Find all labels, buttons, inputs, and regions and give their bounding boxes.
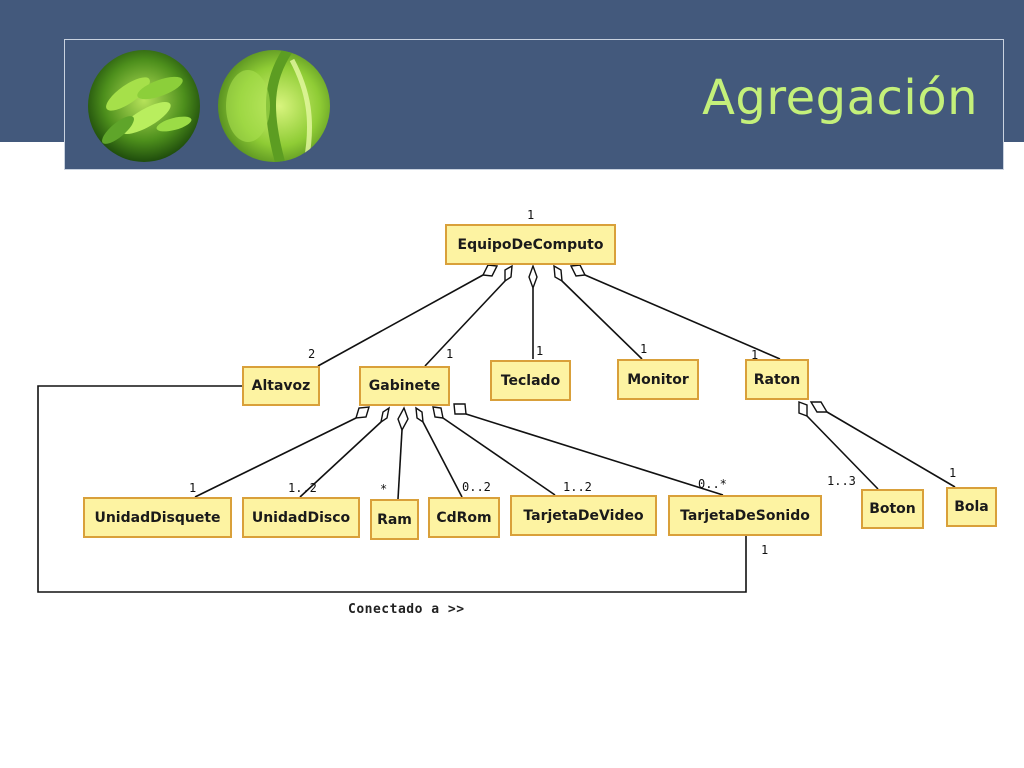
multiplicity-label: 1 [761,543,769,557]
multiplicity-label: 0..2 [462,480,491,494]
aggregation-line-cdrom [422,421,463,498]
class-box-equipodecomputo: EquipoDeComputo [445,224,616,265]
class-box-ram: Ram [370,499,419,540]
aggregation-diamond [504,264,513,283]
aggregation-diamond [453,403,467,415]
aggregation-line-ram [397,429,403,500]
multiplicity-label: * [380,482,388,496]
multiplicity-label: 2 [308,347,316,361]
aggregation-line-monitor [561,280,643,360]
leaf-image-icon [218,50,330,162]
aggregation-diamond [798,400,808,418]
aggregation-line-unidaddisquete [194,417,357,498]
multiplicity-label: 1 [751,348,759,362]
multiplicity-label: 1 [446,347,454,361]
association-line-conectado [37,385,747,593]
class-box-cdrom: CdRom [428,497,500,538]
class-box-unidaddisco: UnidadDisco [242,497,360,538]
aggregation-diamond [569,264,587,277]
aggregation-line-tarjetasonido [465,413,724,496]
aggregation-line-altavoz [317,274,484,367]
class-box-raton: Raton [745,359,809,400]
aggregation-line-gabinete [424,280,506,367]
aggregation-line-raton [584,274,781,360]
aggregation-line-tarjetavideo [442,417,556,496]
class-box-tarjetadesonido: TarjetaDeSonido [668,495,822,536]
aggregation-diamond [553,264,563,283]
class-box-bola: Bola [946,487,997,527]
page-title: Agregación [702,70,978,126]
class-box-monitor: Monitor [617,359,699,400]
aggregation-diamond [809,401,829,413]
class-box-altavoz: Altavoz [242,366,320,406]
class-box-gabinete: Gabinete [359,366,450,406]
aggregation-diamond [528,263,538,291]
multiplicity-label: 1 [949,466,957,480]
aggregation-diamond [397,406,409,432]
multiplicity-label: 1 [189,481,197,495]
aggregation-line-boton [806,415,879,490]
multiplicity-label: 1..3 [827,474,856,488]
aggregation-diamond [379,406,391,424]
aggregation-diamond [355,406,370,419]
aggregation-diamond [481,264,499,277]
class-box-tarjetadevideo: TarjetaDeVideo [510,495,657,536]
multiplicity-label: 1..2 [563,480,592,494]
aggregation-line-bola [826,411,956,488]
aggregation-diamond [432,406,444,419]
multiplicity-label: 0..* [698,477,727,491]
multiplicity-label: 1 [640,342,648,356]
multiplicity-label: 1 [536,344,544,358]
multiplicity-label: 1 [527,208,535,222]
class-box-teclado: Teclado [490,360,571,401]
class-box-boton: Boton [861,489,924,529]
association-label: Conectado a >> [348,602,465,617]
aggregation-line-unidaddisco [299,421,382,498]
multiplicity-label: 1..2 [288,481,317,495]
leaf-image-icon [88,50,200,162]
class-box-unidaddisquete: UnidadDisquete [83,497,232,538]
aggregation-diamond [415,406,424,424]
